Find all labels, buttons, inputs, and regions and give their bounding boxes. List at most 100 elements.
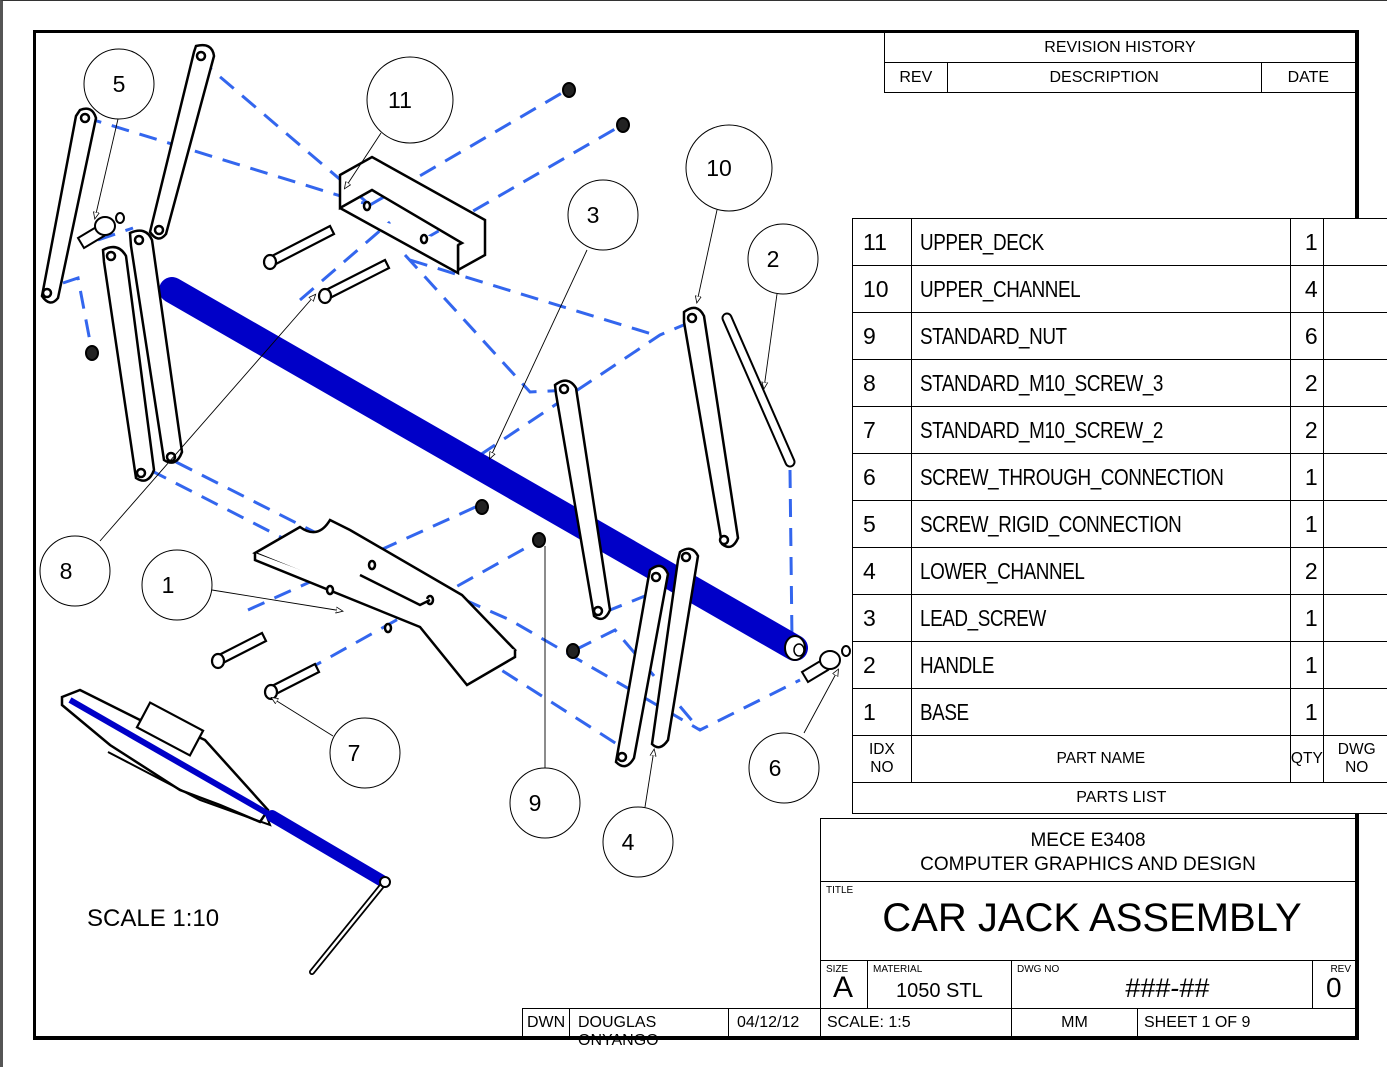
parts-list-row: 2 HANDLE 1 [852, 641, 1387, 689]
rev-box: REV 0 [1312, 960, 1356, 1009]
part-name-text: UPPER_DECK [919, 228, 1044, 255]
part-name: LOWER_CHANNEL [910, 547, 1291, 595]
part-name-text: UPPER_CHANNEL [919, 275, 1081, 302]
part-name: HANDLE [910, 641, 1291, 689]
revision-history-table: REVISION HISTORY REV DESCRIPTION DATE [884, 32, 1357, 93]
part-dwg-no [1322, 500, 1387, 548]
part-quantity: 1 [1289, 500, 1324, 548]
nuts [85, 82, 630, 659]
balloon-2: 2 [747, 223, 819, 295]
part-index: 1 [852, 688, 912, 736]
balloon-label: 11 [388, 87, 412, 113]
part-dwg-no [1322, 453, 1387, 501]
balloon-3: 3 [567, 179, 639, 251]
course-name: COMPUTER GRAPHICS AND DESIGN [920, 854, 1256, 875]
balloon-label: 1 [162, 572, 175, 598]
size-box: SIZE A [820, 960, 868, 1009]
title-box: TITLE CAR JACK ASSEMBLY [820, 881, 1356, 961]
parts-list-caption: PARTS LIST [852, 782, 1387, 814]
parts-list-row: 5 SCREW_RIGID_CONNECTION 1 [852, 500, 1387, 548]
part-name: STANDARD_M10_SCREW_3 [910, 359, 1291, 407]
sheet-box: SHEET 1 OF 9 [1137, 1008, 1356, 1037]
part-index: 10 [852, 265, 912, 313]
material-label: MATERIAL [873, 964, 923, 975]
part-name-column-header: PART NAME [910, 735, 1291, 783]
balloon-label: 6 [769, 755, 782, 781]
balloon-11: 11 [366, 56, 454, 144]
upper-deck-part [338, 155, 487, 276]
part-index: 2 [852, 641, 912, 689]
part-dwg-no [1322, 547, 1387, 595]
description-column-header: DESCRIPTION [946, 62, 1262, 93]
revision-history-title: REVISION HISTORY [884, 32, 1356, 63]
course-code: MECE E3408 [1030, 830, 1146, 851]
course-box: MECE E3408 COMPUTER GRAPHICS AND DESIGN [820, 818, 1356, 882]
rev-label: REV [1330, 964, 1351, 975]
view-scale-note: SCALE 1:10 [87, 905, 220, 932]
part-quantity: 1 [1289, 641, 1324, 689]
part-name-text: LEAD_SCREW [919, 604, 1046, 631]
part-dwg-no [1322, 218, 1387, 266]
dwg-column-header: DWG NO [1322, 735, 1387, 783]
balloon-label: 2 [767, 246, 780, 272]
part-dwg-no [1322, 406, 1387, 454]
screw-connections [76, 212, 851, 684]
part-index: 5 [852, 500, 912, 548]
qty-column-header: QTY [1289, 735, 1324, 783]
balloon-5: 5 [83, 48, 155, 120]
part-name: STANDARD_M10_SCREW_2 [910, 406, 1291, 454]
balloons: 5 11 10 3 2 8 1 7 9 4 6 [39, 48, 820, 878]
size-label: SIZE [826, 964, 849, 975]
part-name: LEAD_SCREW [910, 594, 1291, 642]
part-quantity: 1 [1289, 688, 1324, 736]
part-quantity: 1 [1289, 453, 1324, 501]
rev-column-header: REV [884, 62, 948, 93]
units-box: MM [1011, 1008, 1138, 1037]
balloon-label: 4 [622, 829, 635, 855]
part-index: 7 [852, 406, 912, 454]
part-index: 8 [852, 359, 912, 407]
assembled-view [60, 688, 391, 975]
date-column-header: DATE [1260, 62, 1357, 93]
part-index: 3 [852, 594, 912, 642]
balloon-label: 9 [529, 790, 542, 816]
drawing-title: CAR JACK ASSEMBLY [882, 896, 1302, 940]
drawn-by: DOUGLAS ONYANGO [569, 1008, 729, 1049]
part-name-text: LOWER_CHANNEL [919, 557, 1085, 584]
part-index: 11 [852, 218, 912, 266]
dwg-no-box: DWG NO ###-## [1011, 960, 1313, 1009]
balloon-label: 8 [60, 558, 73, 584]
drawn-date: 04/12/12 [728, 1008, 821, 1037]
parts-list-row: 11 UPPER_DECK 1 [852, 218, 1387, 266]
balloon-label: 10 [706, 155, 732, 181]
title-label: TITLE [826, 885, 854, 896]
balloon-1: 1 [141, 549, 213, 621]
balloon-6: 6 [748, 732, 820, 804]
part-quantity: 1 [1289, 218, 1324, 266]
part-dwg-no [1322, 312, 1387, 360]
part-name-text: STANDARD_NUT [919, 322, 1067, 349]
balloon-10: 10 [685, 124, 773, 212]
balloon-4: 4 [602, 806, 674, 878]
part-name-text: SCREW_THROUGH_CONNECTION [919, 463, 1224, 490]
material-box: MATERIAL 1050 STL [867, 960, 1012, 1009]
channel-links [40, 43, 740, 768]
balloon-label: 7 [348, 740, 361, 766]
handle-part [721, 312, 796, 468]
balloon-label: 3 [587, 202, 600, 228]
part-dwg-no [1322, 641, 1387, 689]
title-block: MECE E3408 COMPUTER GRAPHICS AND DESIGN … [820, 818, 1356, 1037]
part-name-text: HANDLE [919, 651, 994, 678]
part-name-text: SCREW_RIGID_CONNECTION [919, 510, 1182, 537]
screws [210, 224, 391, 701]
